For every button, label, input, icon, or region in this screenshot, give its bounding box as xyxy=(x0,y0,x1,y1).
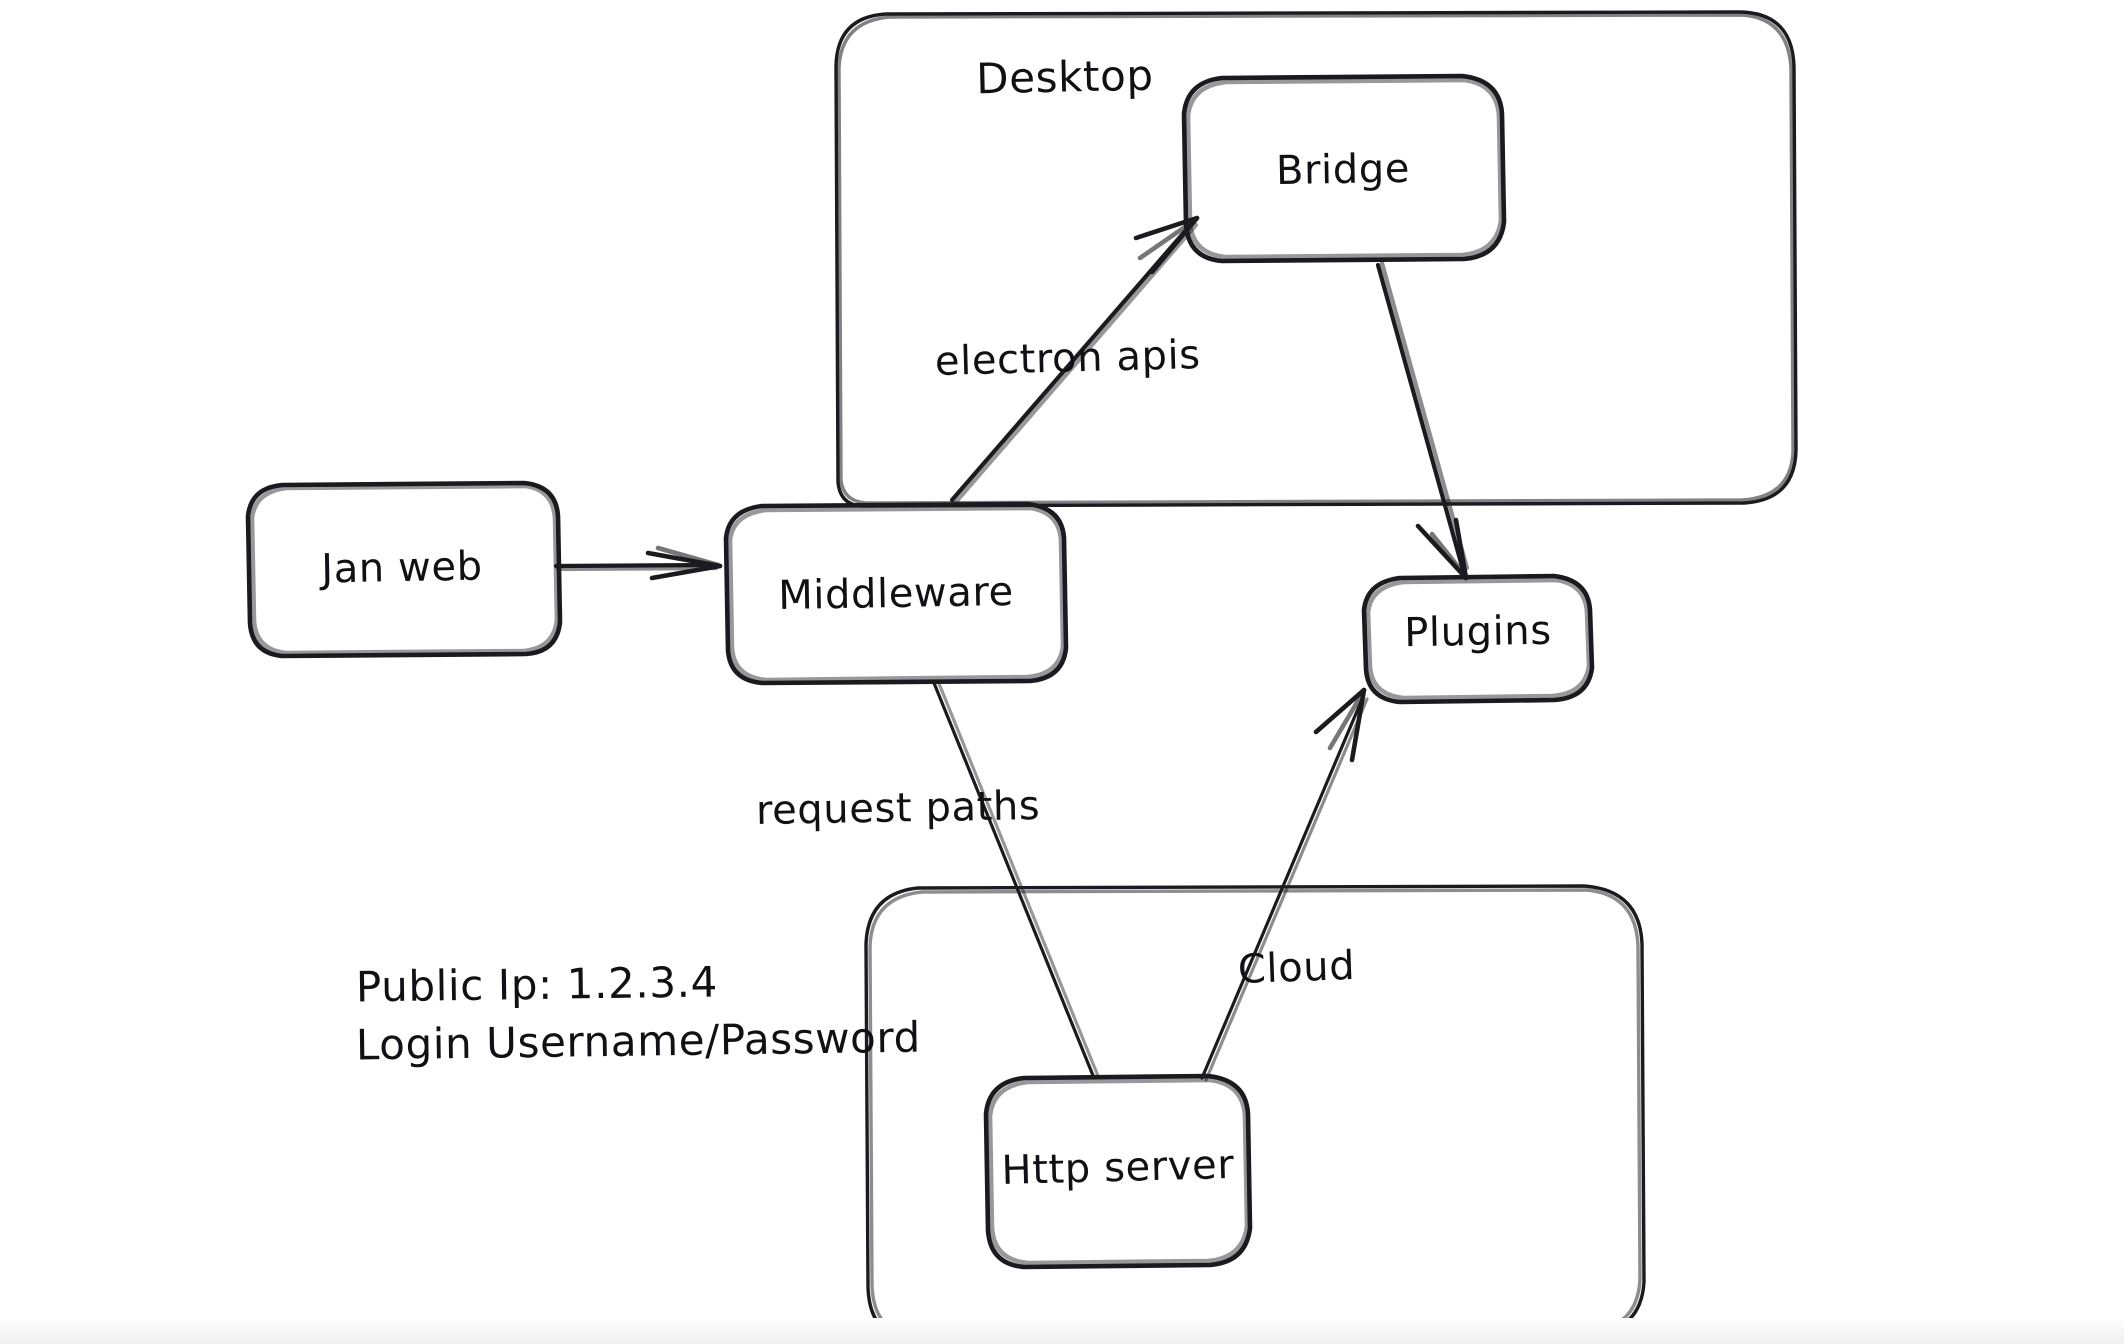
node-middleware[interactable]: Middleware xyxy=(723,501,1069,686)
edge-middleware-to-httpserver[interactable]: request paths xyxy=(756,679,1100,1080)
node-label-bridge: Bridge xyxy=(1276,146,1411,194)
edge-middleware-to-bridge[interactable]: electron apis xyxy=(934,215,1201,506)
edge-janweb-to-middleware[interactable] xyxy=(553,545,723,581)
edge-label-electron-apis: electron apis xyxy=(934,332,1201,385)
bottom-edge-band xyxy=(0,1318,2124,1344)
node-plugins[interactable]: Plugins xyxy=(1361,573,1595,705)
edge-label-request-paths: request paths xyxy=(756,783,1041,834)
edge-label-cloud: Cloud xyxy=(1237,943,1356,993)
edge-bridge-to-plugins[interactable] xyxy=(1375,260,1470,581)
note-line-login: Login Username/Password xyxy=(356,1013,922,1070)
note-line-public-ip: Public Ip: 1.2.3.4 xyxy=(356,957,719,1011)
container-desktop-label: Desktop xyxy=(976,51,1154,104)
node-label-http-server: Http server xyxy=(1001,1142,1235,1194)
node-label-middleware: Middleware xyxy=(778,569,1014,619)
node-label-jan-web: Jan web xyxy=(318,544,483,593)
connection-note: Public Ip: 1.2.3.4 Login Username/Passwo… xyxy=(356,957,922,1069)
node-jan-web[interactable]: Jan web xyxy=(245,480,563,659)
edge-httpserver-to-plugins[interactable]: Cloud xyxy=(1200,687,1369,1082)
container-desktop[interactable]: Desktop xyxy=(834,10,1798,508)
node-label-plugins: Plugins xyxy=(1404,608,1552,657)
node-bridge[interactable]: Bridge xyxy=(1181,73,1507,264)
node-http-server[interactable]: Http server xyxy=(983,1073,1253,1270)
